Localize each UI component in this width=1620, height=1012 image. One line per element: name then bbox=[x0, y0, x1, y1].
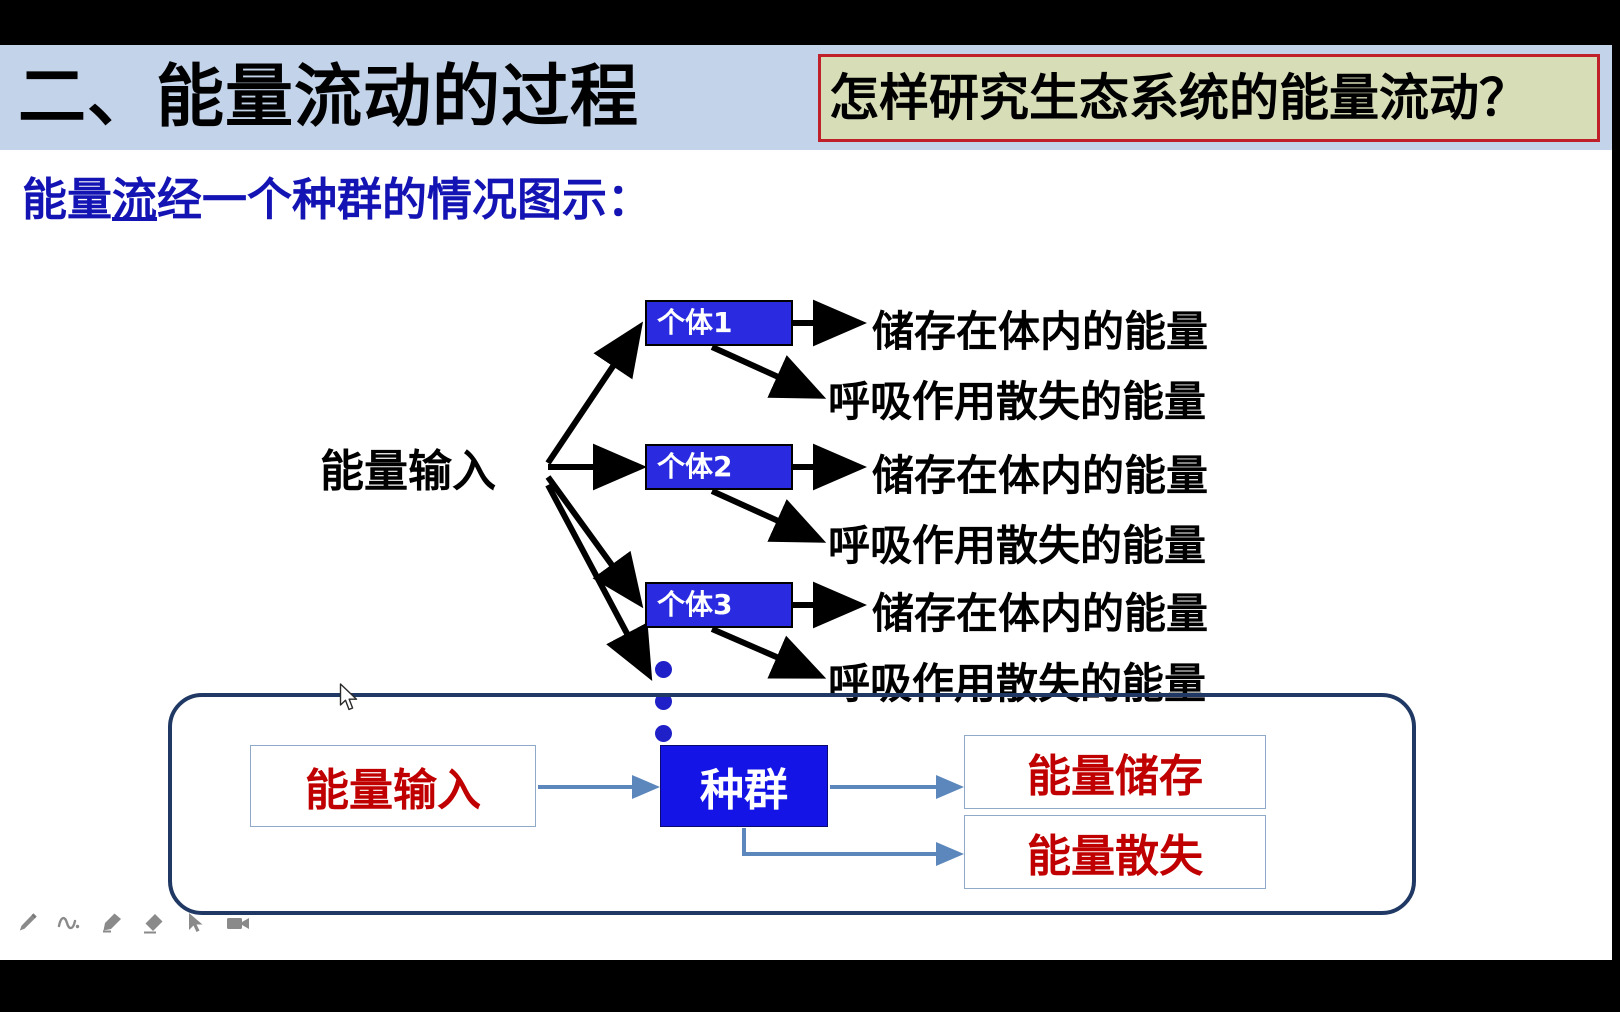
energy-input-source-label: 能量输入 bbox=[320, 446, 496, 497]
summary-energy-store-box: 能量储存 bbox=[964, 735, 1266, 809]
subtitle-suffix: 经一个种群的情况图示： bbox=[157, 173, 653, 226]
ellipsis-dot bbox=[655, 661, 672, 678]
ellipsis-dot bbox=[655, 693, 672, 710]
individual-1-store-label: 储存在体内的能量 bbox=[872, 307, 1209, 356]
highlighter-icon[interactable] bbox=[98, 908, 124, 938]
individual-box-3: 个体3 bbox=[645, 582, 793, 628]
individual-1-respiration-label: 呼吸作用散失的能量 bbox=[828, 377, 1207, 426]
individual-3-respiration-label: 呼吸作用散失的能量 bbox=[828, 659, 1207, 708]
summary-population-label: 种群 bbox=[700, 765, 788, 816]
eraser-icon[interactable] bbox=[140, 908, 166, 938]
slide-canvas: 二、能量流动的过程 怎样研究生态系统的能量流动？ 能量流经一个种群的情况图示： bbox=[0, 45, 1612, 960]
individual-2-store-label: 储存在体内的能量 bbox=[872, 451, 1209, 500]
subtitle: 能量流经一个种群的情况图示： bbox=[22, 163, 652, 228]
upper-energy-flow-diagram: 能量输入 个体1 储存在体内的能量 呼吸作用散失的能量 个体2 储存在体内的能量… bbox=[0, 195, 1612, 742]
ellipsis-dots bbox=[655, 661, 677, 743]
header-band: 二、能量流动的过程 怎样研究生态系统的能量流动？ bbox=[0, 45, 1612, 150]
ellipsis-dot bbox=[655, 725, 672, 742]
individual-box-1: 个体1 bbox=[645, 300, 793, 346]
summary-energy-input-label: 能量输入 bbox=[305, 765, 481, 816]
curve-icon[interactable] bbox=[56, 908, 82, 938]
individual-3-store-label: 储存在体内的能量 bbox=[872, 589, 1209, 638]
individual-box-2: 个体2 bbox=[645, 444, 793, 490]
question-callout: 怎样研究生态系统的能量流动？ bbox=[818, 54, 1600, 142]
upper-diagram-arrows bbox=[545, 299, 867, 681]
summary-energy-loss-label: 能量散失 bbox=[1027, 831, 1203, 882]
camera-icon[interactable] bbox=[224, 908, 252, 938]
summary-energy-loss-box: 能量散失 bbox=[964, 815, 1266, 889]
subtitle-underlined: 流 bbox=[112, 173, 158, 226]
subtitle-prefix: 能量 bbox=[22, 173, 113, 226]
summary-diagram-arrows bbox=[538, 775, 964, 866]
summary-energy-store-label: 能量储存 bbox=[1027, 751, 1203, 802]
annotation-toolbar[interactable] bbox=[14, 900, 249, 946]
pointer-icon[interactable] bbox=[182, 908, 208, 938]
summary-population-box: 种群 bbox=[660, 745, 828, 827]
summary-diagram-container: 能量输入 种群 能量储存 能量散失 bbox=[168, 693, 1416, 915]
pen-icon[interactable] bbox=[14, 908, 40, 938]
question-text: 怎样研究生态系统的能量流动？ bbox=[829, 69, 1529, 127]
individual-2-respiration-label: 呼吸作用散失的能量 bbox=[828, 521, 1207, 570]
summary-energy-input-box: 能量输入 bbox=[250, 745, 536, 827]
page-title: 二、能量流动的过程 bbox=[18, 58, 640, 137]
